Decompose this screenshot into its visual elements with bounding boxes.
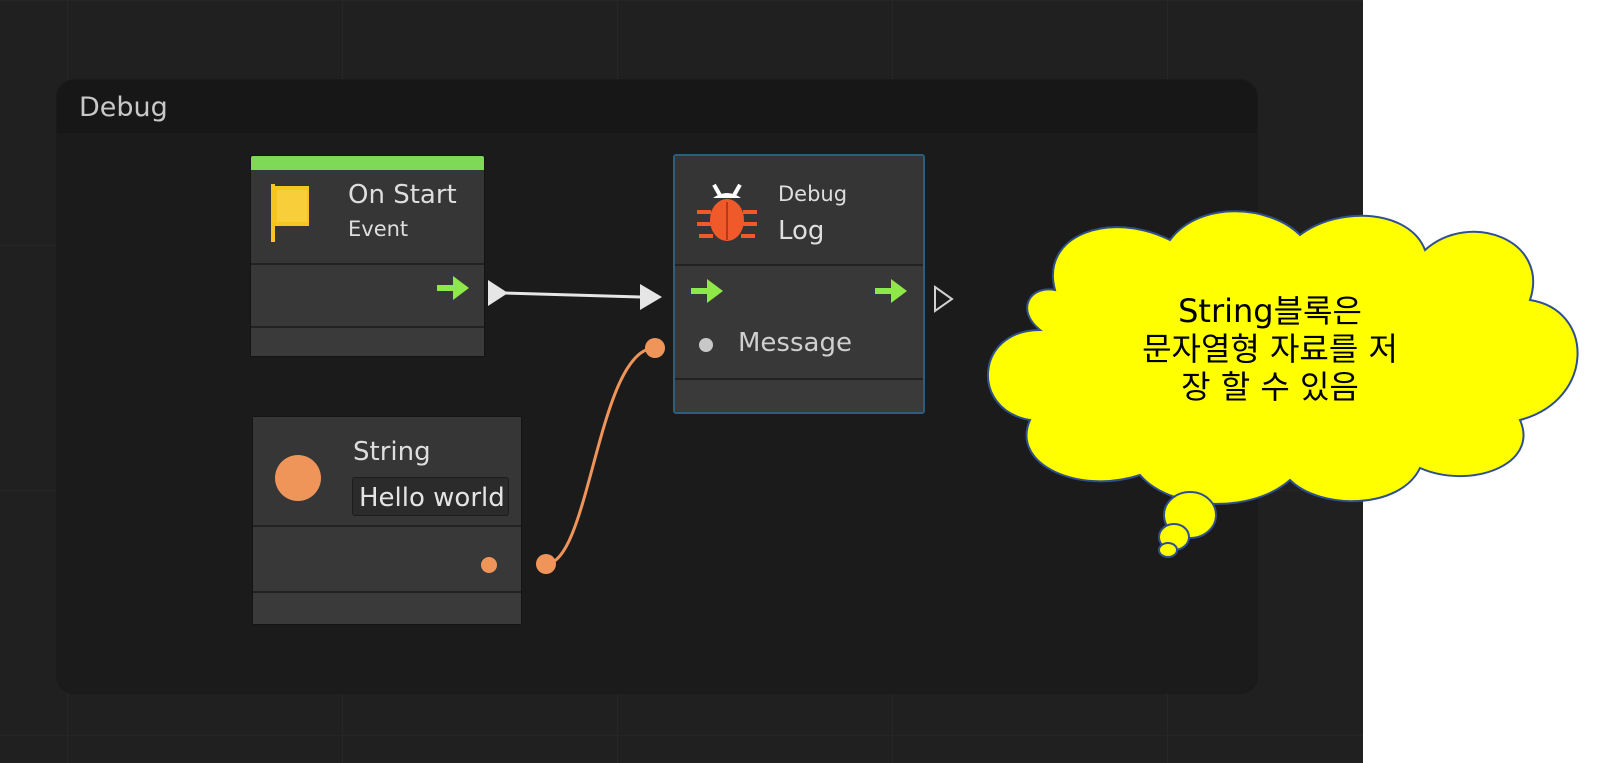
string-wire[interactable] xyxy=(545,346,656,566)
callout-line-3: 장 할 수 있음 xyxy=(1181,368,1359,406)
group-title: Debug xyxy=(79,92,168,123)
flow-in-arrowhead-icon xyxy=(640,284,662,310)
event-color-bar xyxy=(251,156,484,170)
on-start-title: On Start xyxy=(348,180,457,210)
message-port-dot[interactable] xyxy=(699,338,713,352)
string-out-connector[interactable] xyxy=(536,554,556,574)
callout-line-2: 문자열형 자료를 저 xyxy=(1142,330,1398,368)
on-start-subtitle: Event xyxy=(348,217,409,241)
on-start-node[interactable]: On Start Event xyxy=(250,155,485,357)
log-flow-out-port-icon[interactable] xyxy=(934,285,954,313)
flow-out-port-icon[interactable] xyxy=(488,280,508,306)
string-value-text: Hello world xyxy=(359,483,505,513)
flag-icon xyxy=(271,184,309,242)
callout-line-1: String블록은 xyxy=(1178,292,1362,330)
arrow-right-icon xyxy=(437,276,469,300)
string-title: String xyxy=(353,437,431,467)
string-type-icon xyxy=(275,455,321,501)
string-out-port[interactable] xyxy=(481,557,497,573)
string-value-field[interactable]: Hello world xyxy=(352,477,509,516)
arrow-right-icon[interactable] xyxy=(691,279,725,303)
flow-wire[interactable] xyxy=(504,291,641,299)
string-node[interactable]: String Hello world xyxy=(252,416,522,625)
message-label: Message xyxy=(738,328,852,358)
bug-icon xyxy=(697,183,757,241)
debug-log-node[interactable]: Debug Log Message xyxy=(673,154,925,414)
callout-text: String블록은 문자열형 자료를 저 장 할 수 있음 xyxy=(1085,292,1455,406)
debug-log-title: Log xyxy=(778,216,825,246)
arrow-right-icon[interactable] xyxy=(875,279,909,303)
debug-log-category: Debug xyxy=(778,182,848,206)
connection-wires xyxy=(488,280,954,574)
message-in-connector[interactable] xyxy=(645,338,665,358)
group-header[interactable]: Debug xyxy=(57,80,1257,133)
